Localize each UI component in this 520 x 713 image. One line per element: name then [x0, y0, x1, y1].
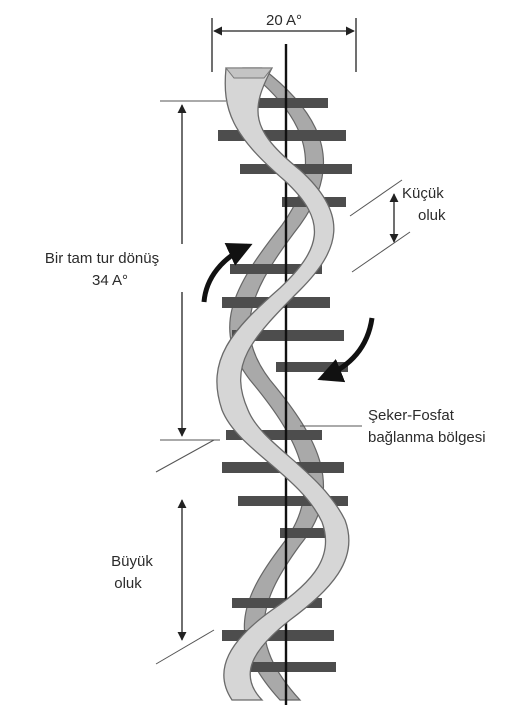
minor-groove-label-2: oluk: [418, 207, 446, 224]
major-groove-bottom-line: [156, 630, 214, 664]
sugar-phosphate-label-1: Şeker-Fosfat: [368, 407, 455, 424]
minor-groove-bottom-line: [352, 232, 410, 272]
major-groove-annotation: Büyük oluk: [96, 440, 214, 664]
full-turn-label-2: 34 A°: [92, 272, 128, 289]
width-dimension: 20 A°: [212, 10, 356, 72]
major-groove-top-line: [156, 440, 214, 472]
strand-top-cap: [226, 68, 272, 78]
base-pair: [218, 130, 346, 141]
minor-groove-annotation: Küçük oluk: [350, 180, 446, 272]
sugar-phosphate-label-2: bağlanma bölgesi: [368, 429, 486, 446]
minor-groove-label-1: Küçük: [402, 185, 444, 202]
sugar-phosphate-annotation: Şeker-Fosfat bağlanma bölgesi: [300, 407, 486, 446]
full-turn-label-1: Bir tam tur dönüş: [45, 250, 159, 267]
width-label: 20 A°: [266, 12, 302, 29]
major-groove-label-2: oluk: [114, 575, 142, 592]
full-turn-dimension: Bir tam tur dönüş 34 A°: [20, 101, 226, 440]
major-groove-label-1: Büyük: [111, 553, 153, 570]
